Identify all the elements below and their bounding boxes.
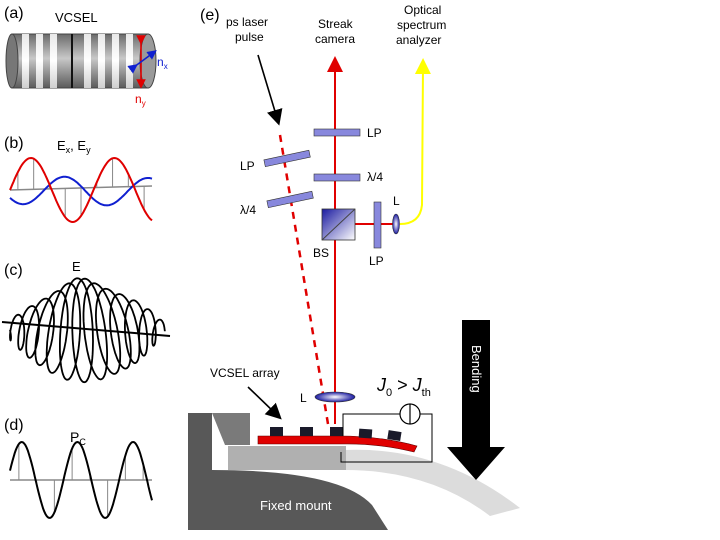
osa-label-2: spectrum (397, 18, 446, 32)
osa-label-1: Optical (404, 3, 441, 17)
vcsel-array-label: VCSEL array (210, 366, 280, 380)
beam-splitter-diagonal (321, 208, 356, 241)
pc-wave-plot (9, 440, 153, 519)
vcsel-cylinder (5, 33, 157, 89)
e-title: E (72, 259, 81, 274)
exey-wave-plot (9, 156, 153, 224)
laser-label-1: ps laser (226, 15, 268, 29)
mount-step (212, 413, 250, 445)
bending-arrow (447, 320, 505, 480)
ex-wave (9, 156, 153, 224)
laser-label-2: pulse (235, 30, 264, 44)
panel-d-label: (d) (4, 417, 24, 434)
quarter-wave-incident (266, 190, 314, 209)
e-field-spiral (1, 277, 171, 384)
ny-label: ny (135, 92, 146, 108)
fixed-mount (188, 413, 388, 530)
lp-top (313, 128, 361, 137)
bias-circuit (340, 403, 433, 463)
quarter-wave-incident-label: λ/4 (240, 203, 256, 217)
vcsel-array-pointer (247, 386, 282, 420)
dbr-stripe (36, 34, 43, 88)
panel-d: (d) PC (4, 417, 153, 519)
exey-title: Ex, Ey (57, 138, 91, 155)
panel-e-label: (e) (200, 7, 220, 24)
ey-wave (9, 175, 153, 207)
quarter-wave-top (313, 173, 361, 182)
panel-c: (c) E (1, 259, 171, 384)
lp-incident-label: LP (240, 159, 255, 173)
dbr-stripe (22, 34, 29, 88)
bending-label: Bending (469, 345, 484, 393)
lp-incident (263, 149, 311, 168)
dbr-stripe (126, 34, 133, 88)
dbr-stripe (98, 34, 105, 88)
laser-pointer-arrow (257, 54, 283, 126)
j0-gt-jth: J0 > Jth (376, 375, 431, 399)
quarter-wave-top-label: λ/4 (367, 170, 383, 184)
panel-a: (a) VCSEL nx ny (4, 5, 168, 108)
lens-bottom (314, 391, 356, 403)
panel-c-label: (c) (4, 262, 23, 279)
lens-side-label: L (393, 194, 400, 208)
osa-label-3: analyzer (396, 33, 441, 47)
panel-b-label: (b) (4, 135, 24, 152)
support-plate (228, 446, 346, 470)
streak-label-2: camera (315, 32, 355, 46)
bending-guide (345, 449, 520, 516)
vcsel-chips (270, 427, 402, 442)
beam-to-osa (399, 58, 431, 225)
dbr-stripe (84, 34, 91, 88)
streak-label-1: Streak (318, 17, 354, 31)
lp-side (373, 201, 382, 249)
lp-top-label: LP (367, 126, 382, 140)
panel-b: (b) Ex, Ey (4, 135, 153, 224)
lp-side-label: LP (369, 254, 384, 268)
pc-title: PC (70, 429, 86, 447)
nx-arrow (127, 50, 157, 74)
nx-label: nx (157, 55, 168, 71)
vcsel-title: VCSEL (55, 10, 98, 25)
dbr-stripe (50, 34, 57, 88)
panel-a-label: (a) (4, 5, 24, 22)
panel-e: (e) Fixed mount J0 > Jth Ben (188, 3, 520, 530)
dbr-stripe (112, 34, 119, 88)
incident-laser-beam (278, 134, 330, 425)
lens-bottom-label: L (300, 391, 307, 405)
fixed-mount-label: Fixed mount (260, 498, 332, 513)
e-spiral-curve (9, 277, 166, 384)
pc-wave (9, 440, 153, 519)
lens-side (392, 213, 400, 235)
bs-label: BS (313, 246, 329, 260)
